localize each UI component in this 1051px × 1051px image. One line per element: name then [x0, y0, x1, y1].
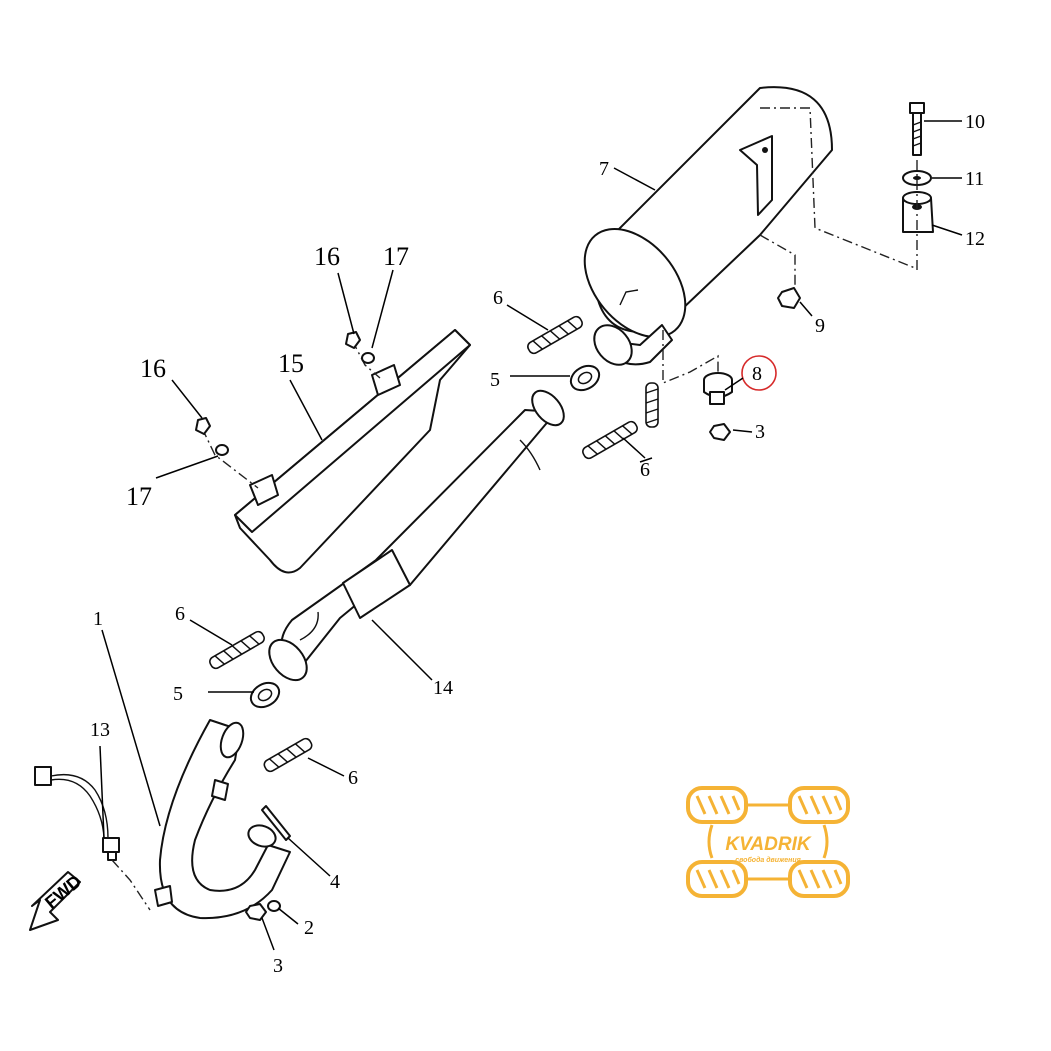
spring-6-c [645, 382, 659, 428]
gasket-4 [261, 805, 291, 841]
nut-9 [777, 287, 801, 309]
callout-14: 14 [433, 677, 453, 699]
callout-4: 4 [330, 871, 340, 893]
highlight-circle-8 [741, 355, 777, 391]
callout-5-upper: 5 [490, 369, 500, 391]
gasket-5-upper [569, 364, 601, 392]
callout-9: 9 [815, 315, 825, 337]
grommet-12 [902, 191, 934, 233]
nut-3-upper [709, 423, 731, 441]
callout-6-c: 6 [175, 603, 185, 625]
mount-dash-8 [662, 330, 719, 385]
logo-tagline: свобода движения [735, 856, 801, 864]
heat-shield [234, 329, 471, 574]
callout-2: 2 [304, 917, 314, 939]
spring-6-b [582, 420, 638, 460]
grommet-8 [703, 372, 733, 405]
callout-6-d: 6 [348, 767, 358, 789]
muffler-centerline-dash [760, 107, 916, 269]
spring-6-a [527, 315, 583, 355]
washer-11 [902, 170, 932, 186]
logo-tire-icon-bl [686, 860, 748, 898]
callout-17-left: 17 [126, 482, 152, 511]
logo-frame [707, 803, 829, 881]
sensor-dash [111, 859, 151, 911]
callout-5-lower: 5 [173, 683, 183, 705]
callout-10: 10 [965, 111, 985, 133]
callout-6-a: 6 [493, 287, 503, 309]
callout-16-left: 16 [140, 354, 166, 383]
leader-lines [99, 120, 963, 951]
fwd-arrow-icon: FWD [29, 871, 85, 931]
bolt-16-left [195, 417, 211, 435]
o2-sensor [34, 766, 120, 861]
spring-6-d [209, 630, 265, 670]
callout-3-lower: 3 [273, 955, 283, 977]
callout-12: 12 [965, 228, 985, 250]
shield-dash-left [201, 427, 259, 489]
callout-7: 7 [599, 158, 609, 180]
nut-3-lower [245, 903, 267, 921]
muffler-bottom-dash [759, 234, 796, 285]
callout-11: 11 [965, 168, 984, 190]
bolt-16-top [345, 331, 361, 349]
gasket-5-lower [249, 681, 281, 709]
callout-16-top: 16 [314, 242, 340, 271]
callout-6-b: 6 [640, 459, 650, 481]
bolt-10 [909, 102, 925, 156]
header-pipe [154, 719, 291, 920]
washer-17-top [361, 352, 375, 364]
washer-2 [267, 900, 281, 912]
callout-8: 8 [752, 363, 762, 385]
callout-15: 15 [278, 349, 304, 378]
spring-6-e [263, 737, 313, 773]
callout-3-upper: 3 [755, 421, 765, 443]
washer-17-left [215, 444, 229, 456]
logo-tire-icon-tr [788, 786, 850, 824]
mid-pipe [268, 389, 565, 682]
logo-brand: KVADRIK [725, 834, 811, 855]
logo-tire-icon-tl [686, 786, 748, 824]
callout-17-top: 17 [383, 242, 409, 271]
shield-dash-top [351, 339, 381, 379]
logo-tire-icon-br [788, 860, 850, 898]
callout-13: 13 [90, 719, 110, 741]
watermark-logo: KVADRIK свобода движения [686, 786, 850, 898]
callout-1: 1 [93, 608, 103, 630]
muffler-body [583, 86, 833, 366]
